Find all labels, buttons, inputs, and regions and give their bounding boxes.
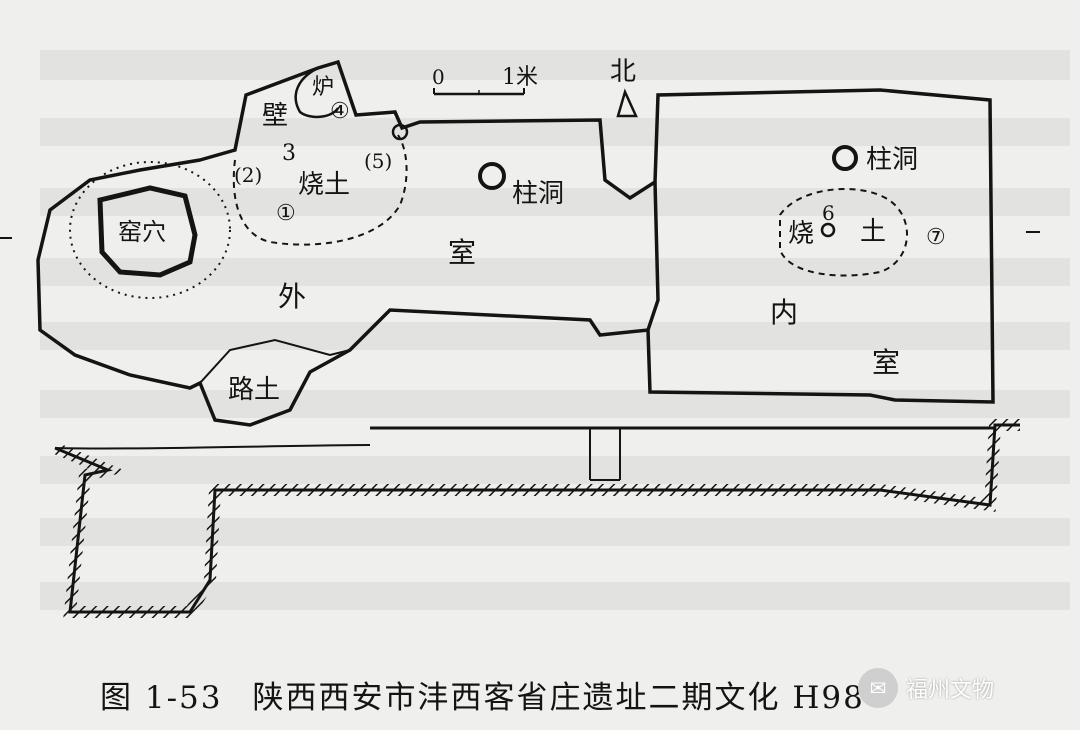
road-soil-area	[199, 338, 351, 384]
section-profile	[52, 419, 1020, 618]
figure-number: 图 1-53	[100, 680, 223, 716]
outer-room-label-1: 室	[448, 236, 476, 269]
scale-zero-label: 0	[432, 65, 445, 89]
background-bleed	[40, 50, 1070, 610]
outer-room-outline	[36, 59, 995, 427]
burnt-soil-inner-label-1: 烧	[788, 219, 814, 249]
chat-bubble-icon: ✉	[858, 668, 898, 708]
marker-3: 3	[282, 141, 296, 166]
wall-label: 壁	[262, 101, 288, 131]
marker-1: ①	[276, 201, 296, 226]
pillar-hole-inner-label: 柱洞	[866, 145, 918, 175]
outer-room-label-2: 外	[278, 280, 306, 313]
marker-4: ④	[330, 99, 350, 124]
north-arrow	[616, 88, 638, 118]
pillar-hole-outer	[478, 162, 506, 190]
road-soil-label: 路土	[228, 375, 280, 405]
marker-7: ⑦	[926, 225, 946, 250]
marker-6: 6	[822, 201, 835, 225]
burnt-soil-inner-area	[779, 188, 908, 277]
burnt-soil-outer-label: 烧土	[298, 170, 350, 200]
hole-6	[820, 222, 836, 238]
kiln-label: 窑穴	[118, 218, 166, 246]
figure-caption: 图 1-53 陕西西安市沣西客省庄遗址二期文化 H98	[100, 672, 895, 717]
scale-one-label: 1米	[502, 65, 538, 90]
marker-2: (2)	[234, 163, 262, 187]
watermark: ✉ 福州文物	[858, 668, 994, 708]
watermark-text: 福州文物	[906, 678, 995, 703]
marker-5: (5)	[364, 149, 392, 173]
inner-room-label-1: 内	[770, 296, 798, 329]
stove-outline	[294, 66, 340, 119]
kiln-pit	[97, 185, 198, 278]
pillar-hole-outer-label: 柱洞	[512, 179, 564, 209]
figure-title: 陕西西安市沣西客省庄遗址二期文化 H98	[252, 680, 865, 716]
inner-room-label-2: 室	[872, 346, 900, 379]
scale-bar	[433, 88, 525, 96]
north-label: 北	[610, 57, 636, 87]
burnt-soil-inner-label-2: 土	[860, 217, 886, 247]
kiln-dotted-outline	[69, 161, 231, 299]
inner-room-outline	[646, 181, 660, 331]
pillar-hole-inner	[832, 145, 858, 171]
stove-label: 炉	[312, 75, 334, 100]
hole-5	[391, 123, 409, 141]
